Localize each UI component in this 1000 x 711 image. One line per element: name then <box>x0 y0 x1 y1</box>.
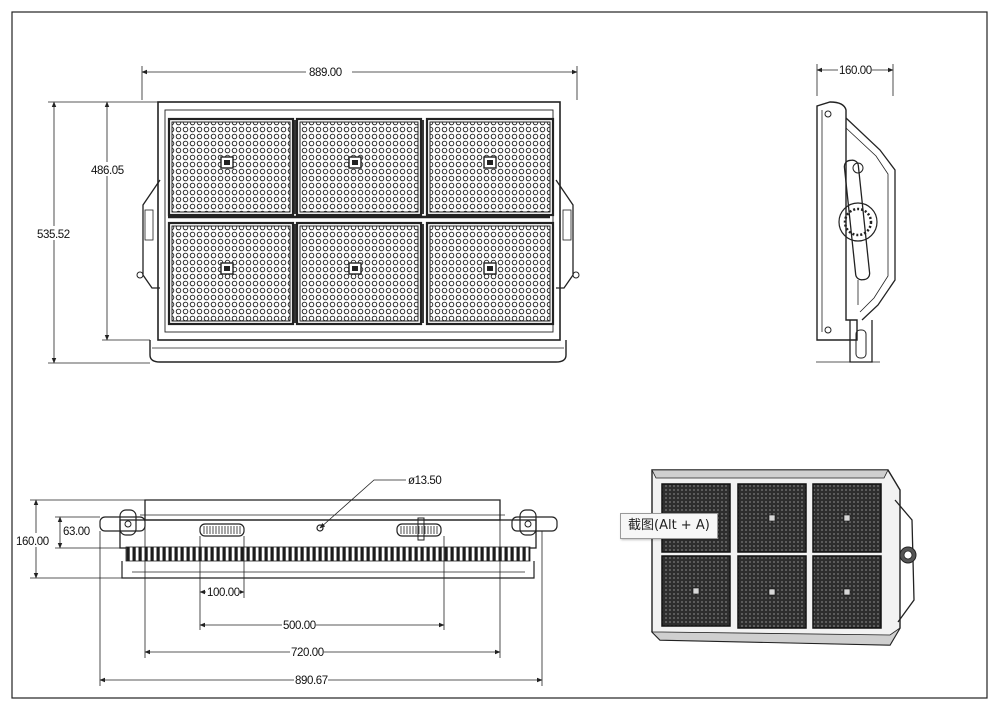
bottom-span-720-label: 720.00 <box>291 647 324 659</box>
led-module-frame <box>425 117 555 217</box>
lens-badge-core <box>352 266 358 271</box>
iso-lens-badge <box>692 587 700 595</box>
side-handle <box>843 159 871 281</box>
bottom-span-500-label: 500.00 <box>283 620 316 632</box>
side-depth-label: 160.00 <box>839 65 872 77</box>
iso-lens-badge <box>843 588 851 596</box>
led-module-frame <box>425 221 555 326</box>
front-width-label: 889.00 <box>309 67 342 79</box>
front-led-modules <box>167 117 555 326</box>
iso-lens-badge <box>843 514 851 522</box>
led-module-frame <box>295 221 423 326</box>
bottom-heatsink-fins <box>125 546 531 562</box>
front-total-height-label: 535.52 <box>37 229 70 241</box>
front-right-bracket <box>555 179 574 289</box>
bottom-bracket-label: 63.00 <box>63 526 90 538</box>
side-view <box>816 64 896 363</box>
led-module-frame <box>167 221 295 326</box>
bottom-view <box>99 479 558 579</box>
lens-badge-core <box>352 160 358 165</box>
bottom-slot-right <box>396 523 442 537</box>
bottom-dimensions <box>30 499 543 686</box>
iso-led-modules <box>661 483 882 629</box>
lens-badge-core <box>224 266 230 271</box>
lens-badge-core <box>487 160 493 165</box>
front-view <box>136 101 580 363</box>
led-array <box>429 225 551 322</box>
lens-badge-core <box>224 160 230 165</box>
front-bottom-ledge <box>149 340 567 363</box>
lens-badge-core <box>487 266 493 271</box>
bottom-slot-left <box>199 523 245 537</box>
sheet-frame <box>11 11 988 699</box>
bottom-depth-label: 160.00 <box>16 536 49 548</box>
led-module-frame <box>295 117 423 217</box>
bottom-total-label: 890.67 <box>295 675 328 687</box>
iso-lens-badge <box>768 514 776 522</box>
front-housing <box>157 101 561 341</box>
bottom-hole-label: ø13.50 <box>408 475 441 487</box>
side-bracket <box>845 117 896 321</box>
led-module-frame <box>167 117 295 217</box>
screenshot-tooltip: 截图(Alt + A) <box>620 513 718 539</box>
iso-lens-badge <box>768 588 776 596</box>
side-housing <box>816 101 858 341</box>
bottom-slot-grooves <box>203 526 438 534</box>
bottom-slot-label: 100.00 <box>207 587 240 599</box>
bottom-body <box>119 519 537 549</box>
bottom-top-plate <box>144 499 501 521</box>
front-inner-height-label: 486.05 <box>91 165 124 177</box>
